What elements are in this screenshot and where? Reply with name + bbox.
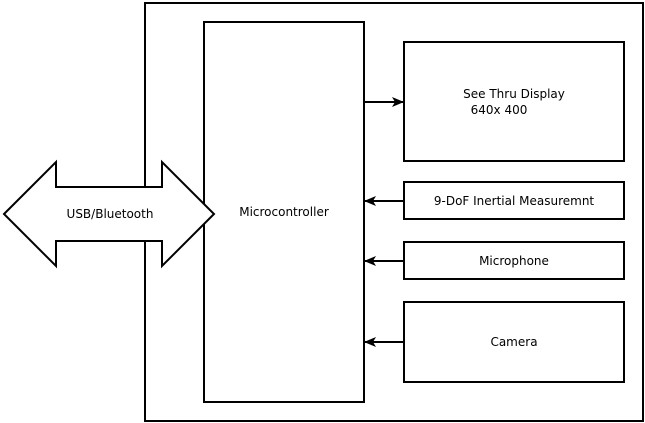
camera-label: Camera (490, 335, 537, 349)
imu-block: 9-DoF Inertial Measuremnt (403, 181, 625, 220)
imu-label: 9-DoF Inertial Measuremnt (434, 194, 595, 208)
microcontroller-label: Microcontroller (239, 205, 329, 219)
usb-bluetooth-label: USB/Bluetooth (67, 207, 154, 221)
display-resolution-label: 640x 400 (471, 103, 528, 117)
display-label: See Thru Display (463, 87, 565, 101)
microphone-block: Microphone (403, 241, 625, 280)
usb-bluetooth-arrow: USB/Bluetooth (2, 159, 216, 269)
microcontroller-block: Microcontroller (203, 21, 365, 403)
display-block: See Thru Display 640x 400 (403, 41, 625, 162)
camera-block: Camera (403, 301, 625, 383)
microphone-label: Microphone (479, 254, 549, 268)
